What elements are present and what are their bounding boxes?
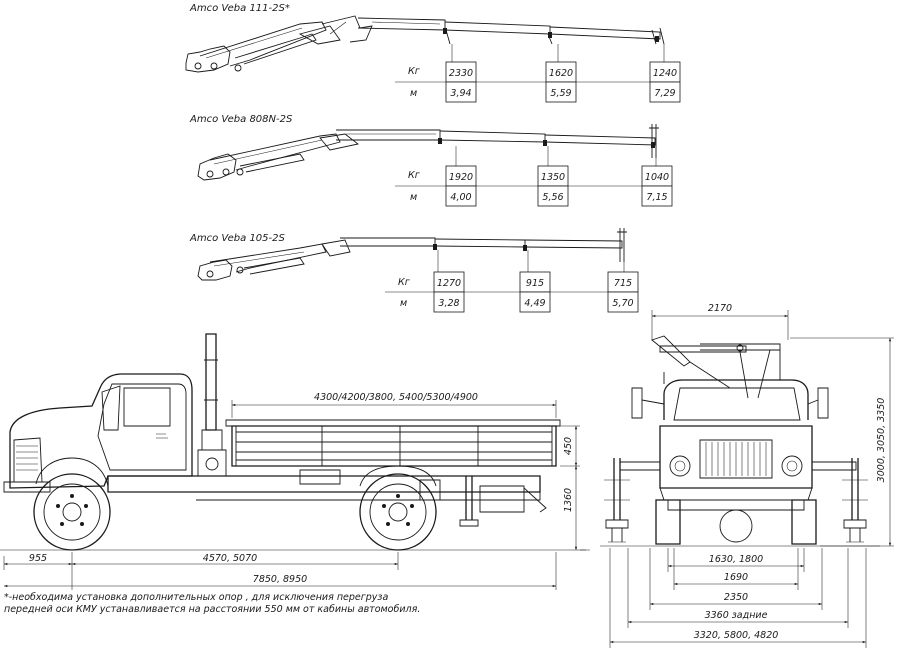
row-label-kg: Кг — [408, 170, 421, 181]
dim-rear-outrigger: 3360 задние — [705, 610, 768, 621]
dim-outrigger-span: 3320, 5800, 4820 — [694, 630, 779, 641]
capacity-kg: 915 — [526, 278, 544, 289]
capacity-m: 5,59 — [550, 88, 571, 99]
row-label-m: м — [410, 88, 417, 99]
capacity-kg: 715 — [614, 278, 632, 289]
footnote: *-необходима установка дополнительных оп… — [4, 592, 420, 615]
dim-top-width: 2170 — [708, 303, 732, 314]
dim-inner-width: 1690 — [724, 572, 748, 583]
dim-body-length: 4300/4200/3800, 5400/5300/4900 — [314, 392, 478, 403]
truck-front-view: 2170 3000, 3050, 3350 1630, 1800 1690 23… — [600, 303, 894, 648]
crane-title: Amco Veba 111-2S* — [189, 3, 290, 14]
row-label-m: м — [400, 298, 407, 309]
crane-diagram-105: Amco Veba 105-2S Кг м 1270 3,28 915 4,49… — [189, 228, 639, 313]
capacity-m: 5,70 — [612, 298, 633, 309]
capacity-m: 7,29 — [654, 88, 675, 99]
crane-title: Amco Veba 105-2S — [189, 233, 285, 244]
capacity-m: 4,00 — [450, 192, 471, 203]
dim-track-width: 1630, 1800 — [709, 554, 763, 565]
dim-front-overhang: 955 — [29, 553, 47, 564]
dim-outer-width: 2350 — [724, 592, 748, 603]
dim-side-height: 450 — [563, 437, 574, 455]
capacity-kg: 2330 — [449, 68, 473, 79]
capacity-m: 3,28 — [438, 298, 459, 309]
dim-overall-length: 7850, 8950 — [253, 574, 307, 585]
capacity-kg: 1040 — [645, 172, 669, 183]
crane-title: Amco Veba 808N-2S — [189, 114, 293, 125]
capacity-kg: 1620 — [549, 68, 573, 79]
capacity-m: 5,56 — [542, 192, 563, 203]
row-label-kg: Кг — [398, 277, 411, 288]
crane-diagram-808: Amco Veba 808N-2S Кг м 1920 4,00 1350 5,… — [189, 114, 673, 207]
dim-total-height: 3000, 3050, 3350 — [876, 398, 887, 483]
capacity-kg: 1920 — [449, 172, 473, 183]
footnote-line-1: *-необходима установка дополнительных оп… — [4, 592, 388, 603]
dim-deck-height: 1360 — [563, 488, 574, 512]
crane-diagram-111: Amco Veba 111-2S* Кг м 2330 3,94 1620 — [185, 3, 681, 103]
capacity-kg: 1350 — [541, 172, 565, 183]
capacity-kg: 1270 — [437, 278, 461, 289]
capacity-m: 4,49 — [524, 298, 545, 309]
truck-side-view: 4300/4200/3800, 5400/5300/4900 450 1360 … — [0, 333, 590, 590]
dim-wheelbase: 4570, 5070 — [203, 553, 257, 564]
footnote-line-2: передней оси КМУ устанавливается на расс… — [4, 604, 420, 615]
capacity-kg: 1240 — [653, 68, 677, 79]
row-label-kg: Кг — [408, 66, 421, 77]
capacity-m: 3,94 — [450, 88, 471, 99]
row-label-m: м — [410, 192, 417, 203]
capacity-m: 7,15 — [646, 192, 667, 203]
